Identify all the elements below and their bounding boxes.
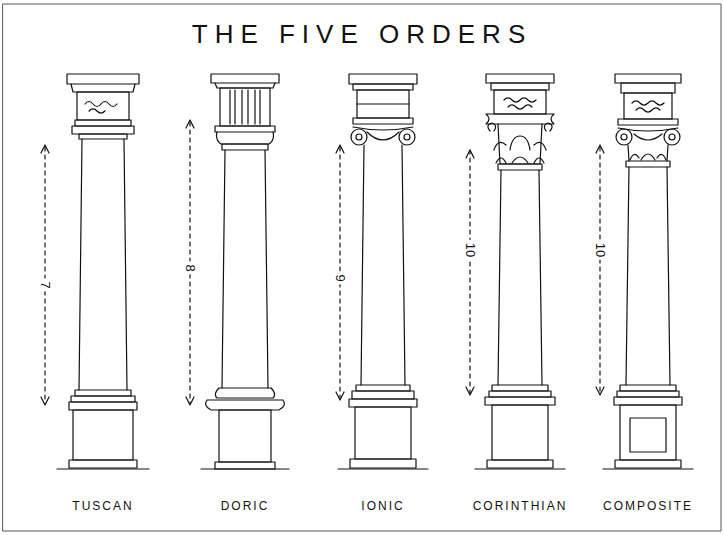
order-name: TUSCAN (72, 500, 133, 512)
order-name: IONIC (361, 500, 404, 512)
dimension-number: 9 (333, 271, 348, 284)
order-name: COMPOSITE (603, 500, 693, 512)
dimension-number: 7 (38, 278, 53, 291)
order-name: DORIC (221, 500, 270, 512)
order-name: CORINTHIAN (473, 500, 568, 512)
dimension-number: 10 (593, 240, 608, 260)
diagram-title: THE FIVE ORDERS (192, 21, 532, 47)
dimension-number: 10 (463, 240, 478, 260)
dimension-number: 8 (183, 261, 198, 274)
